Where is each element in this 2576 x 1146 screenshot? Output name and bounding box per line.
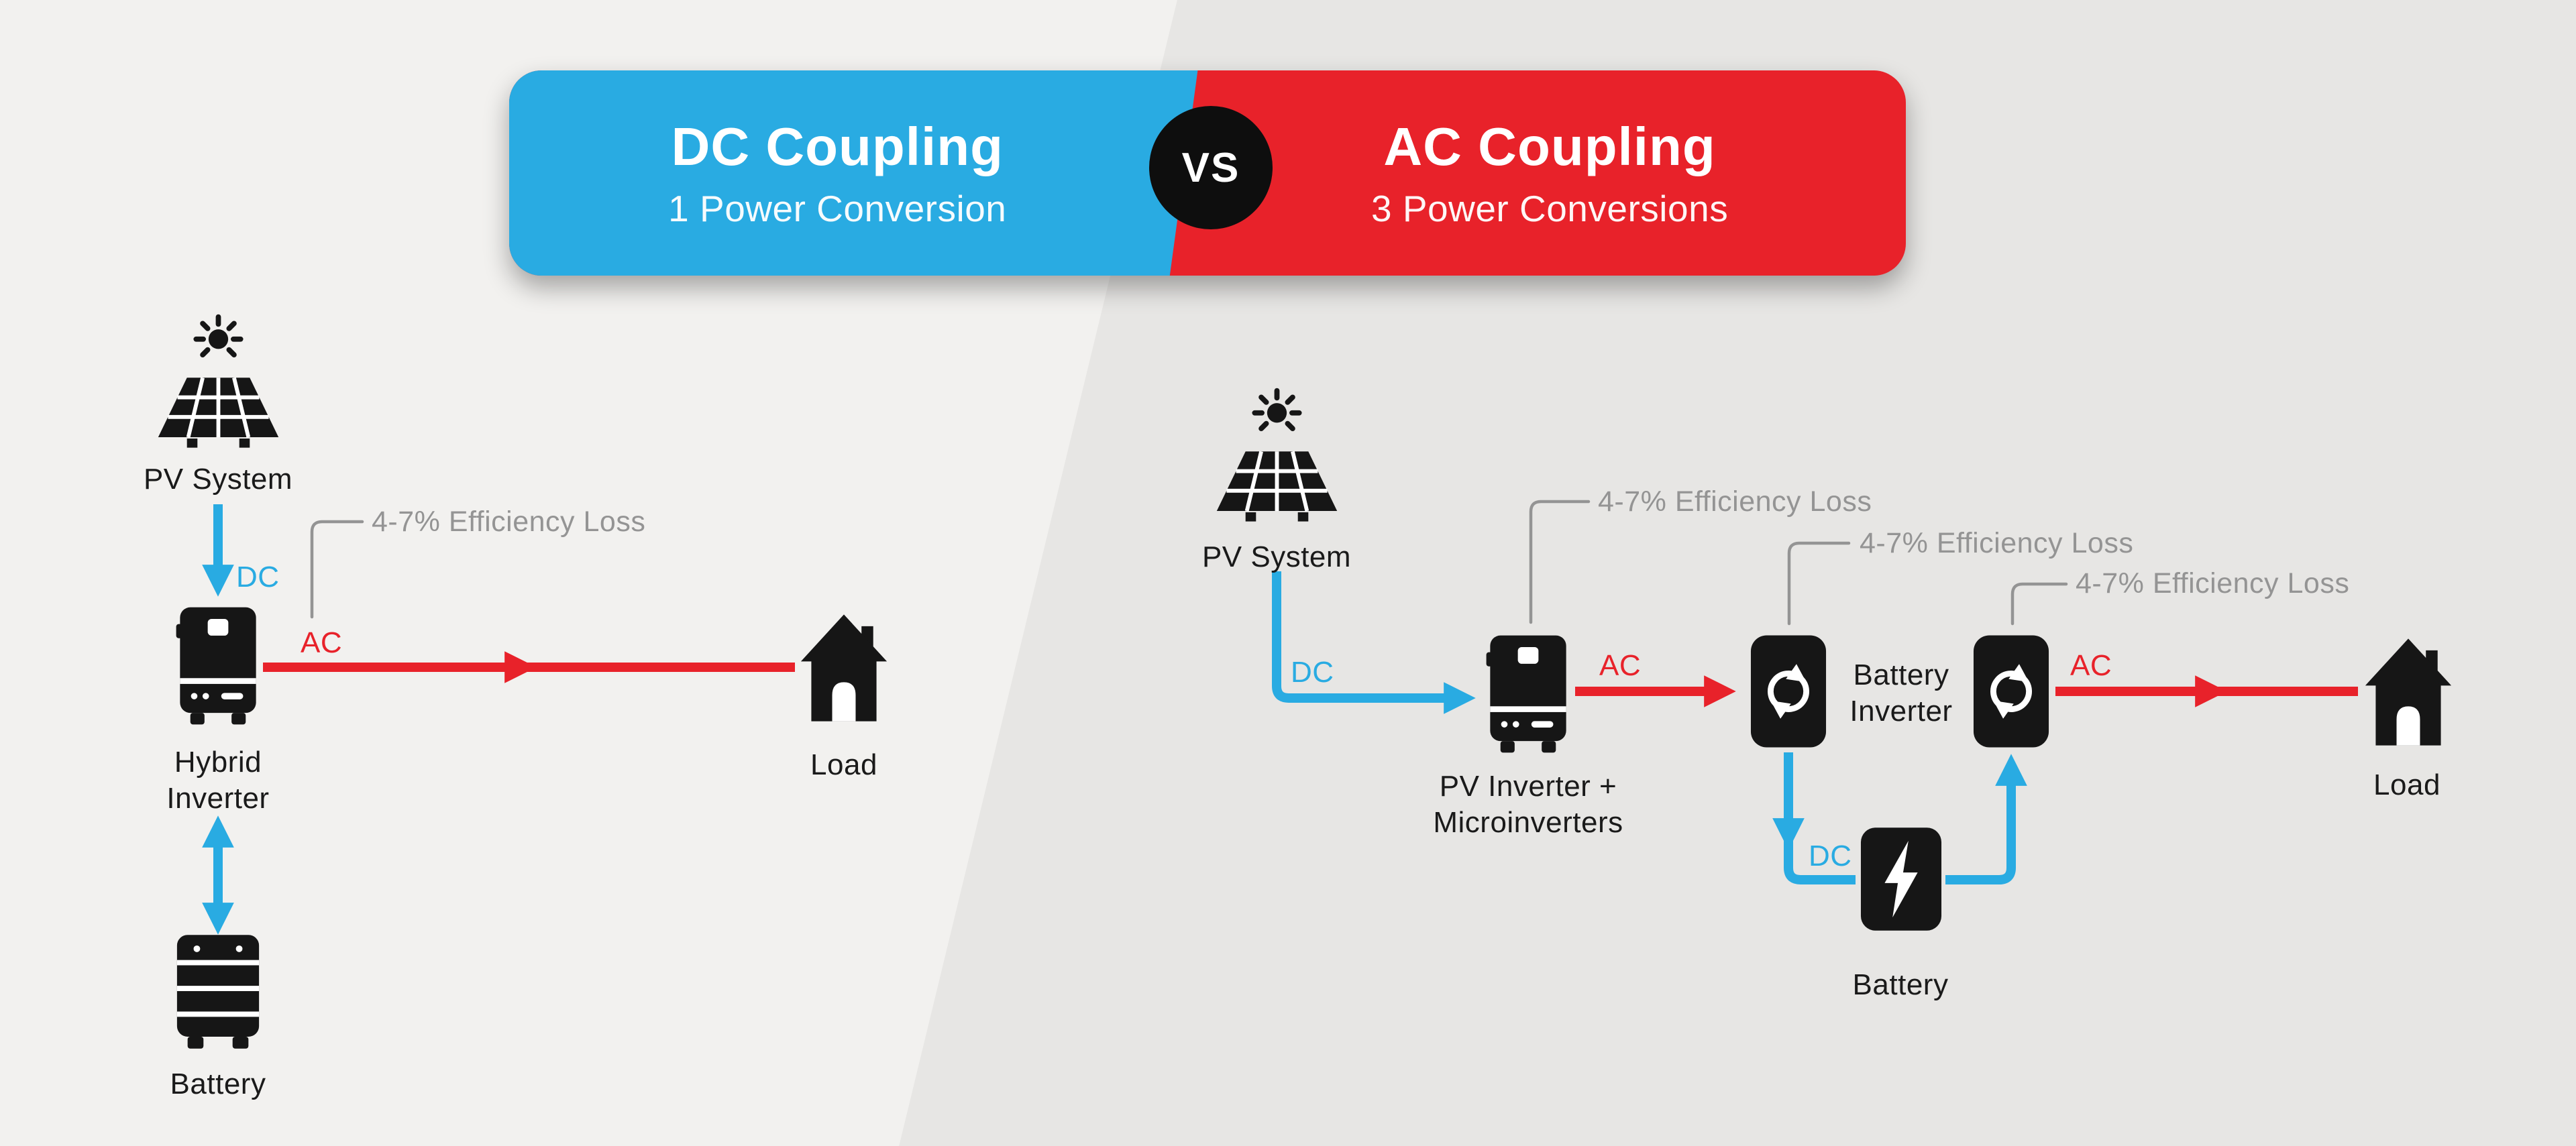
pv-system-label: PV System: [1201, 540, 1352, 573]
sun-rays-icon: [1252, 388, 1302, 432]
load-house-icon: [2365, 638, 2452, 746]
vs-badge: VS: [1149, 106, 1273, 229]
battery-inverter-icon-1: [1750, 635, 1827, 748]
ac-arrow-label-2: AC: [2070, 649, 2112, 682]
efficiency-callout-line-1: [1529, 500, 1591, 624]
hybrid-inverter-label-line2: Inverter: [166, 782, 270, 815]
dc-coupling-title: DC Coupling: [671, 117, 1004, 176]
load-label: Load: [2373, 768, 2440, 801]
battery-label: Battery: [170, 1068, 266, 1100]
dc-elbow-arrow-pv-to-inverter: [1272, 571, 1476, 714]
efficiency-loss-note-3: 4-7% Efficiency Loss: [2076, 567, 2350, 599]
pv-system-icon: [1216, 388, 1338, 522]
dc-coupling-header: DC Coupling 1 Power Conversion: [509, 70, 1166, 276]
efficiency-loss-note: 4-7% Efficiency Loss: [372, 506, 646, 538]
ac-coupling-title: AC Coupling: [1383, 117, 1716, 176]
battery-inverter-label-line1: Battery: [1853, 658, 1949, 691]
vs-label: VS: [1181, 144, 1240, 191]
solar-panel-grid: [168, 377, 269, 438]
dc-elbow-inverter-to-battery: [1784, 752, 1856, 884]
efficiency-loss-note-2: 4-7% Efficiency Loss: [1860, 527, 2134, 559]
header-banner-blue-half: [509, 70, 1198, 276]
house-door: [832, 682, 856, 722]
ac-coupling-subtitle: 3 Power Conversions: [1371, 188, 1729, 229]
efficiency-callout-line-2: [1787, 541, 1851, 626]
pv-inverter-label-line2: Microinverters: [1433, 806, 1623, 839]
sun-icon: [1267, 403, 1287, 423]
sync-arrows-icon: [1990, 664, 2032, 719]
inverter-display: [1517, 646, 1539, 664]
inverter-display: [207, 618, 229, 636]
battery-inverter-label-line2: Inverter: [1849, 695, 1953, 728]
sun-rays-icon: [193, 314, 244, 358]
ac-coupling-header: AC Coupling 3 Power Conversions: [1193, 70, 1906, 276]
solar-panel-grid: [1226, 451, 1328, 512]
dc-coupling-subtitle: 1 Power Conversion: [668, 188, 1007, 229]
battery-bolt-icon: [1860, 827, 1942, 931]
ac-arrow-label-1: AC: [1599, 649, 1642, 682]
hybrid-inverter-icon: [176, 607, 256, 725]
load-label: Load: [810, 748, 877, 781]
efficiency-callout-line-left: [310, 520, 364, 619]
dc-arrow-label: DC: [236, 561, 280, 593]
hybrid-inverter-label: Hybrid Inverter: [166, 744, 269, 817]
pv-inverter-label-line1: PV Inverter +: [1439, 770, 1617, 803]
pv-system-label: PV System: [143, 463, 293, 496]
dc-arrow-label-2: DC: [1809, 840, 1852, 872]
pv-inverter-icon: [1486, 635, 1566, 753]
battery-inverter-icon-2: [1973, 635, 2049, 748]
sun-icon: [208, 329, 229, 349]
pv-inverter-label: PV Inverter + Microinverters: [1433, 768, 1623, 841]
lightning-bolt-icon: [1884, 840, 1918, 918]
efficiency-loss-note-1: 4-7% Efficiency Loss: [1598, 485, 1872, 518]
pv-system-icon: [158, 314, 279, 448]
sync-arrows-icon: [1768, 664, 1809, 719]
dc-elbow-arrow-battery-to-inverter: [1945, 754, 2027, 884]
load-house-icon: [800, 614, 888, 722]
dc-arrow-label: DC: [1291, 656, 1334, 689]
efficiency-callout-line-3: [2010, 582, 2068, 626]
house-door: [2396, 706, 2420, 746]
battery-stack-icon: [176, 935, 260, 1049]
hybrid-inverter-label-line1: Hybrid: [174, 746, 262, 779]
battery-inverter-label: Battery Inverter: [1849, 657, 1952, 730]
battery-label: Battery: [1852, 968, 1949, 1001]
ac-arrow-label: AC: [301, 626, 343, 659]
